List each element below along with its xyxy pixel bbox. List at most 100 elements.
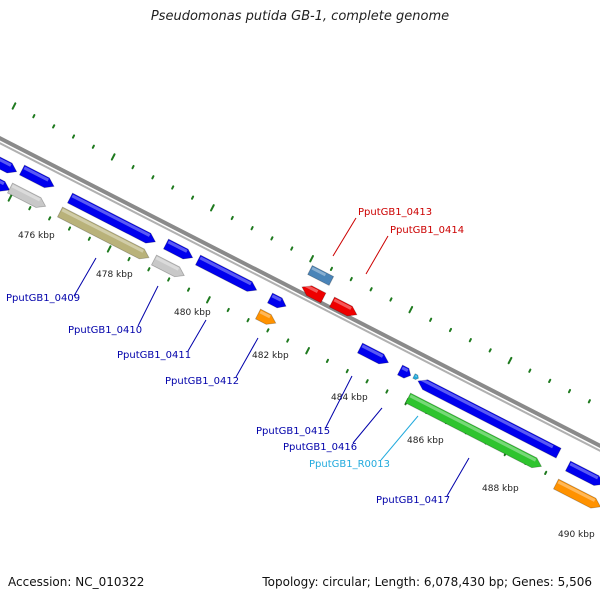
inner-tick-16 bbox=[325, 358, 330, 364]
gene-arrow-a6-shine bbox=[271, 294, 282, 302]
outer-tick-22 bbox=[448, 327, 453, 333]
gene-arrow-b2 bbox=[6, 182, 47, 208]
gene-arrow-a2-shine bbox=[23, 166, 49, 182]
outer-tick-12 bbox=[250, 226, 254, 231]
inner-tick-8 bbox=[167, 277, 171, 282]
gene-arrow-a7-body bbox=[356, 342, 390, 365]
inner-tick-6 bbox=[127, 256, 131, 262]
gene-arrow-a2 bbox=[18, 164, 55, 189]
inner-tick-13 bbox=[266, 328, 270, 333]
gene-label-0412: PputGB1_0412 bbox=[165, 376, 239, 387]
gene-arrow-a4-shine bbox=[167, 240, 188, 253]
backbone-line-outer bbox=[0, 136, 600, 448]
gene-arrow-a6 bbox=[266, 292, 287, 309]
gene-arrow-b1-shine bbox=[0, 176, 5, 186]
gene-arrow-a2-body bbox=[18, 164, 55, 189]
gene-arrow-b2-body bbox=[6, 182, 47, 208]
gene-arrow-r0013 bbox=[412, 373, 419, 381]
gene-label-r0013: PputGB1_R0013 bbox=[309, 459, 390, 470]
gene-label-0412-leader bbox=[235, 337, 259, 378]
gene-arrow-0414-left-body bbox=[301, 285, 327, 304]
gene-arrow-a9 bbox=[417, 377, 562, 459]
gene-arrow-b2-shine bbox=[11, 184, 41, 202]
inner-tick-9 bbox=[186, 287, 191, 292]
gene-arrow-a10-shine bbox=[569, 462, 599, 480]
gene-arrow-r0013-shine bbox=[414, 375, 418, 378]
genome-summary-text: Topology: circular; Length: 6,078,430 bp… bbox=[262, 575, 592, 589]
outer-tick-7 bbox=[151, 175, 155, 180]
gene-arrow-b3-body bbox=[56, 206, 150, 260]
accession-text: Accession: NC_010322 bbox=[8, 575, 145, 589]
outer-tick-23 bbox=[468, 338, 472, 343]
gene-arrow-b3 bbox=[56, 206, 150, 260]
gene-arrow-0414-left-shine bbox=[303, 283, 319, 294]
gene-arrow-b7-shine bbox=[557, 480, 596, 502]
gene-label-0416: PputGB1_0416 bbox=[283, 442, 357, 453]
outer-tick-20 bbox=[408, 305, 414, 314]
outer-tick-1 bbox=[32, 114, 36, 119]
ruler-label-7: 490 kbp bbox=[558, 530, 595, 540]
gene-label-0410: PputGB1_0410 bbox=[68, 325, 142, 336]
outer-tick-0 bbox=[11, 102, 17, 110]
gene-arrow-a6-body bbox=[266, 292, 287, 309]
backbone-line-inner bbox=[0, 142, 600, 452]
outer-tick-10 bbox=[210, 204, 215, 212]
gene-arrow-b7-body bbox=[552, 478, 600, 509]
gene-label-0413-leader bbox=[332, 217, 357, 257]
ruler-label-2: 480 kbp bbox=[174, 308, 211, 318]
inner-tick-14 bbox=[286, 338, 290, 343]
inner-tick-0 bbox=[7, 194, 13, 202]
gene-arrow-b7 bbox=[552, 478, 600, 509]
gene-arrow-a1-body bbox=[0, 152, 18, 174]
outer-tick-16 bbox=[329, 266, 334, 272]
inner-tick-11 bbox=[226, 307, 230, 313]
gene-arrow-a8 bbox=[396, 364, 412, 379]
outer-tick-26 bbox=[528, 368, 532, 373]
inner-tick-17 bbox=[345, 368, 349, 374]
gene-arrow-a3-shine bbox=[71, 194, 151, 237]
gene-arrow-a1 bbox=[0, 152, 18, 174]
gene-arrow-a1-shine bbox=[0, 154, 12, 167]
gene-label-0410-leader bbox=[137, 285, 159, 327]
gene-arrow-0414-right-shine bbox=[333, 298, 352, 310]
ruler-label-1: 478 kbp bbox=[96, 270, 133, 280]
ruler-label-4: 484 kbp bbox=[331, 393, 368, 403]
inner-tick-10 bbox=[206, 296, 211, 304]
gene-arrow-b4-body bbox=[150, 254, 185, 278]
gene-arrow-a8-shine bbox=[401, 366, 409, 373]
outer-tick-5 bbox=[110, 153, 116, 161]
gene-arrow-0413 bbox=[307, 265, 335, 286]
outer-tick-21 bbox=[429, 317, 433, 322]
outer-tick-13 bbox=[270, 236, 274, 241]
gene-arrow-b5-body bbox=[254, 308, 277, 325]
gene-arrow-a4 bbox=[162, 238, 194, 260]
gene-arrow-a9-shine bbox=[419, 377, 554, 449]
inner-tick-1 bbox=[28, 206, 32, 211]
outer-tick-2 bbox=[52, 124, 56, 129]
inner-tick-19 bbox=[385, 389, 389, 394]
gene-label-0414-leader bbox=[365, 235, 389, 275]
gene-arrow-b1 bbox=[0, 174, 11, 192]
gene-arrow-r0013-body bbox=[412, 373, 419, 381]
gene-label-0413: PputGB1_0413 bbox=[358, 207, 432, 218]
inner-tick-4 bbox=[87, 236, 91, 241]
inner-tick-18 bbox=[365, 379, 369, 384]
gene-arrow-a4-body bbox=[162, 238, 194, 260]
gene-label-r0013-leader bbox=[380, 415, 419, 461]
gene-label-0409-leader bbox=[73, 257, 97, 297]
gene-arrow-b6-shine bbox=[409, 394, 537, 462]
gene-arrow-a5 bbox=[194, 254, 258, 292]
gene-label-0417-leader bbox=[446, 457, 470, 497]
outer-tick-15 bbox=[309, 255, 314, 263]
gene-arrow-a9-body bbox=[417, 379, 562, 459]
gene-arrow-0414-right bbox=[328, 296, 358, 317]
outer-tick-11 bbox=[230, 215, 234, 221]
outer-tick-6 bbox=[131, 164, 135, 170]
inner-tick-27 bbox=[544, 470, 548, 476]
outer-tick-9 bbox=[190, 195, 195, 200]
gene-arrow-a7 bbox=[356, 342, 390, 365]
ruler-label-5: 486 kbp bbox=[407, 436, 444, 446]
gene-arrow-a3-body bbox=[66, 192, 157, 244]
gene-label-0411-leader bbox=[187, 319, 207, 352]
